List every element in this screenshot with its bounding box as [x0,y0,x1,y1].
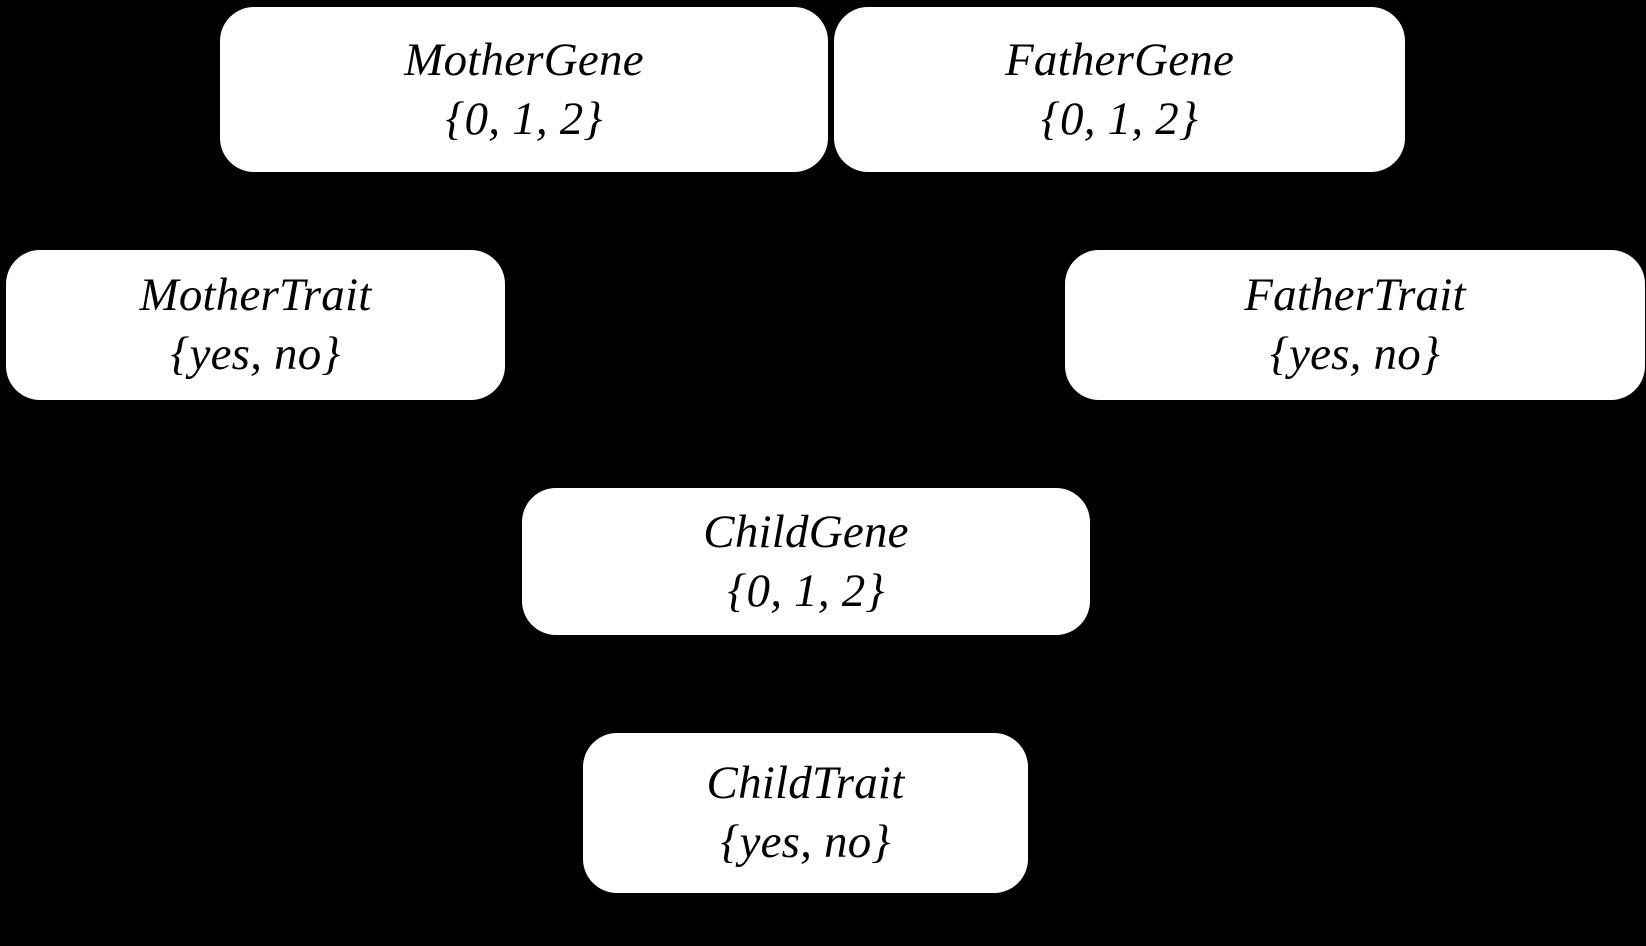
node-mother-gene[interactable]: MotherGene {0, 1, 2} [220,7,828,172]
node-father-trait[interactable]: FatherTrait {yes, no} [1065,250,1645,400]
node-mother-gene-domain: {0, 1, 2} [445,92,603,145]
node-child-trait-label: ChildTrait [706,757,905,810]
node-father-gene-domain: {0, 1, 2} [1041,92,1198,145]
node-father-trait-label: FatherTrait [1244,269,1466,322]
node-mother-trait[interactable]: MotherTrait {yes, no} [6,250,505,400]
node-father-gene-label: FatherGene [1004,33,1235,86]
node-child-gene-label: ChildGene [703,505,909,558]
node-child-trait-domain: {yes, no} [720,816,891,868]
node-father-trait-domain: {yes, no} [1270,328,1440,380]
node-father-gene[interactable]: FatherGene {0, 1, 2} [834,7,1405,172]
node-child-gene-domain: {0, 1, 2} [727,564,885,617]
node-child-trait[interactable]: ChildTrait {yes, no} [583,733,1028,893]
node-child-gene[interactable]: ChildGene {0, 1, 2} [522,488,1090,635]
node-mother-gene-label: MotherGene [404,33,644,86]
node-mother-trait-domain: {yes, no} [170,328,341,380]
node-mother-trait-label: MotherTrait [139,269,372,322]
